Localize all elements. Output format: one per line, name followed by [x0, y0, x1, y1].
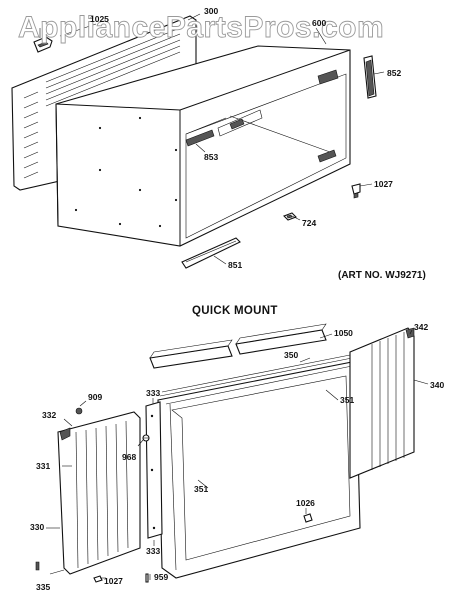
callout-331: 331 [36, 461, 50, 471]
side-curtain-left [57, 411, 141, 575]
callout-1027-bottom: 1027 [104, 576, 123, 586]
callout-335: 335 [36, 582, 50, 592]
callout-600: 600 [312, 18, 326, 28]
callout-959: 959 [154, 572, 168, 582]
callout-1050: 1050 [334, 328, 353, 338]
callout-332: 332 [42, 410, 56, 420]
screw-part [75, 407, 83, 415]
vertical-channel [145, 401, 163, 539]
callout-909: 909 [88, 392, 102, 402]
clip-part [33, 36, 53, 53]
side-curtain-right [349, 327, 415, 479]
small-parts [35, 513, 313, 583]
callout-330: 330 [30, 522, 44, 532]
callout-351-lower: 351 [194, 484, 208, 494]
mount-clip [283, 212, 297, 221]
section-title: QUICK MOUNT [192, 305, 278, 317]
window-frame [157, 354, 361, 579]
top-seal-blocks [149, 323, 327, 369]
callout-851: 851 [228, 260, 242, 270]
art-number: (ART NO. WJ9271) [338, 270, 426, 281]
bracket-part [351, 183, 361, 199]
callout-333-bottom: 333 [146, 546, 160, 556]
callout-1027-top: 1027 [374, 179, 393, 189]
callout-351-upper: 351 [340, 395, 354, 405]
callout-1026: 1026 [296, 498, 315, 508]
watermark-text: AppliancePartsPros.com [18, 11, 384, 44]
callout-968: 968 [122, 452, 136, 462]
callout-350: 350 [284, 350, 298, 360]
callout-340: 340 [430, 380, 444, 390]
bottom-rail [181, 237, 241, 269]
callout-852: 852 [387, 68, 401, 78]
side-seal-strip [363, 55, 377, 99]
callout-853: 853 [204, 152, 218, 162]
callout-724: 724 [302, 218, 316, 228]
callout-1025: 1025 [90, 14, 109, 24]
cabinet-case [55, 45, 351, 247]
callout-333-top: 333 [146, 388, 160, 398]
screw-part [142, 434, 150, 442]
callout-342: 342 [414, 322, 428, 332]
callout-300: 300 [204, 6, 218, 16]
